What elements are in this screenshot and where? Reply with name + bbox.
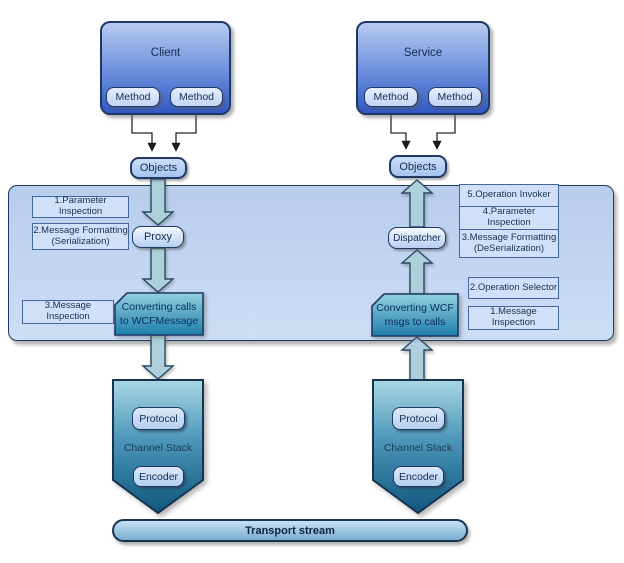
protocol-label: Protocol [139,412,178,425]
label-text-line2: (DeSerialization) [473,242,545,254]
channel-stack-text: Channel Stack [123,442,193,454]
label-text: 3.Message Inspection [44,300,92,322]
objects-label: Objects [139,162,178,174]
flow-arrow-channel-stack-to-converting [400,336,434,381]
label-parameter-inspection-service: 4.Parameter Inspection [459,206,559,230]
converting-msgs-text: Converting WCF msgs to calls [372,297,458,334]
service-method1-box: Method [364,87,418,107]
method-label: Method [437,91,473,103]
converting-line2: msgs to calls [384,315,446,328]
service-title: Service [403,47,443,59]
client-channel-stack-label: Channel Stack [113,442,203,454]
flow-arrow-converting-to-channel-stack [141,334,175,380]
service-objects-box: Objects [389,155,447,178]
service-channel-stack-label: Channel Stack [373,442,463,454]
objects-label: Objects [399,160,437,173]
label-text: 4.Parameter Inspection [482,206,536,228]
label-text: 2.Operation Selector [469,281,558,293]
client-encoder-box: Encoder [133,466,184,487]
label-text-line2: (Serialization) [51,235,110,247]
label-text-line1: 2.Message Formatting [33,224,128,236]
service-method2-box: Method [428,87,482,107]
label-text: 1.Message Inspection [490,306,537,328]
proxy-label: Proxy [143,231,173,243]
method-label: Method [178,91,215,103]
encoder-label: Encoder [398,470,439,483]
transport-stream-bar: Transport stream [112,519,468,542]
label-parameter-inspection-client: 1.Parameter Inspection [32,195,129,218]
service-protocol-box: Protocol [392,407,445,430]
method-label: Method [115,91,151,103]
encoder-label: Encoder [138,470,179,483]
channel-stack-text: Channel Stack [383,442,453,454]
client-protocol-box: Protocol [132,407,185,430]
transport-label: Transport stream [245,524,335,537]
label-text: 5.Operation Invoker [467,189,551,201]
label-message-formatting-client: 2.Message Formatting (Serialization) [32,223,129,250]
label-message-formatting-service: 3.Message Formatting (DeSerialization) [459,229,559,258]
converting-line2: to WCFMessage [119,314,199,327]
method-label: Method [373,91,409,103]
dispatcher-box: Dispatcher [388,227,446,249]
label-text-line1: 3.Message Formatting [461,231,557,243]
service-encoder-box: Encoder [393,466,444,487]
proxy-box: Proxy [132,226,184,248]
converting-line1: Converting calls [121,301,197,314]
client-objects-box: Objects [130,157,187,179]
converting-line1: Converting WCF [376,302,454,315]
dispatcher-label: Dispatcher [393,232,441,244]
client-method2-box: Method [170,87,223,107]
label-operation-invoker: 5.Operation Invoker [459,184,559,207]
label-text: 1.Parameter Inspection [54,195,107,217]
client-title: Client [150,47,181,59]
client-method1-box: Method [106,87,160,107]
label-message-inspection-service: 1.Message Inspection [468,306,559,330]
label-operation-selector: 2.Operation Selector [468,277,559,299]
label-message-inspection-client: 3.Message Inspection [22,300,114,324]
converting-calls-text: Converting calls to WCFMessage [115,296,203,333]
protocol-label: Protocol [399,412,438,425]
